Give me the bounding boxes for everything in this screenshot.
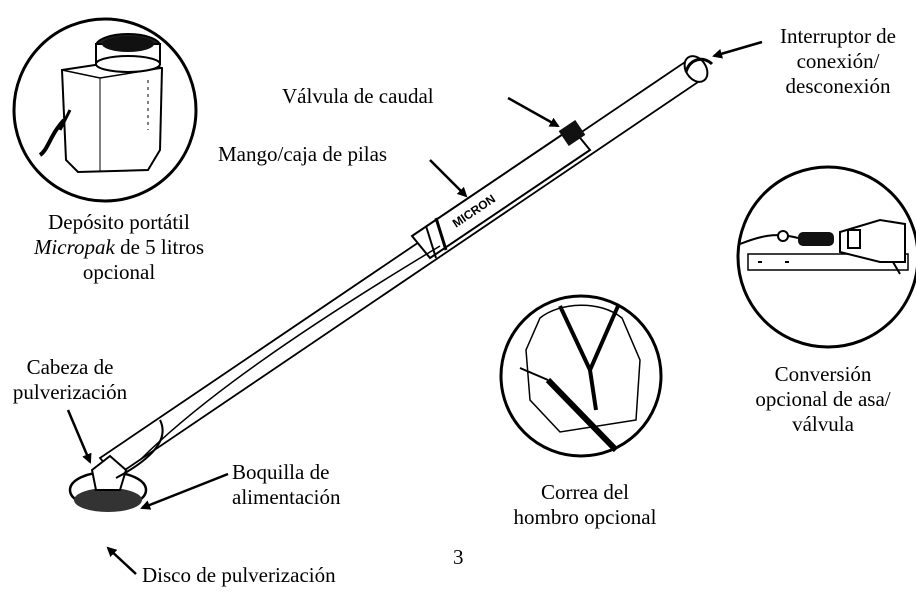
page-number: 3: [453, 545, 464, 569]
arrow-valvula: [507, 96, 560, 128]
label-conversion: Conversión opcional de asa/ válvula: [755, 362, 891, 436]
arrow-boquilla: [140, 472, 229, 510]
label-deposito: Depósito portátil Micropak de 5 litros o…: [33, 210, 205, 284]
arrow-interruptor: [712, 40, 763, 59]
label-correa: Correa del hombro opcional: [513, 480, 657, 529]
label-disco: Disco de pulverización: [142, 563, 336, 587]
arrow-mango: [429, 159, 468, 198]
sprayer-tube: [68, 55, 714, 512]
label-mango: Mango/caja de pilas: [218, 142, 388, 166]
label-interruptor: Interruptor de conexión/ desconexión: [779, 24, 897, 98]
shoulder-strap-inset: [499, 294, 663, 458]
label-boquilla: Boquilla de alimentación: [232, 460, 341, 509]
tank-inset: [12, 17, 198, 203]
label-cabeza: Cabeza de pulverización: [12, 355, 128, 404]
arrow-cabeza: [66, 409, 92, 464]
arrow-disco: [106, 546, 137, 575]
conversion-inset: [736, 165, 916, 349]
label-valvula: Válvula de caudal: [282, 84, 434, 108]
